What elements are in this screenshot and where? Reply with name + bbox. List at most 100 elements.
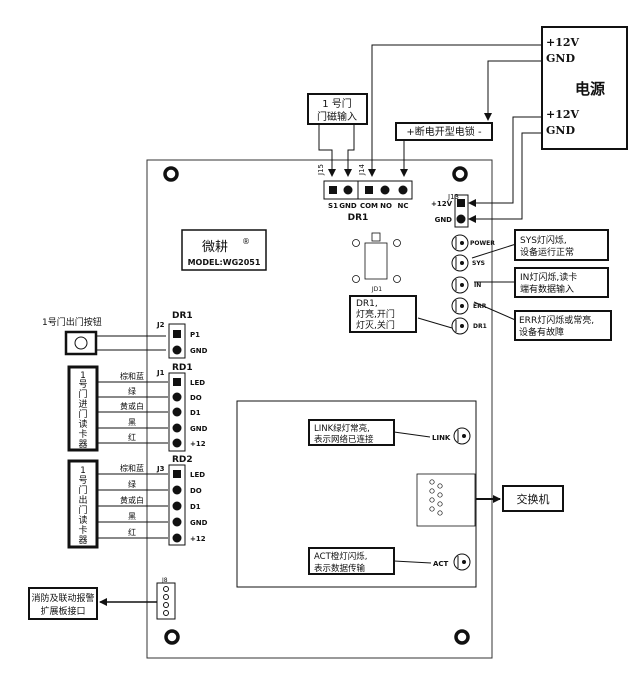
rd2-title: RD2 xyxy=(172,455,193,465)
callout-act-line2: 表示数据传输 xyxy=(314,563,366,574)
text-label: 进 xyxy=(78,399,87,410)
exit-button-label: 1号门出门按钮 xyxy=(42,316,102,328)
callout-dr1-line1: DR1, xyxy=(356,299,378,309)
text-label: 号 xyxy=(78,475,87,486)
led-label-in: IN xyxy=(474,282,481,289)
j2-label: J2 xyxy=(156,321,165,329)
dr1-terminal-block xyxy=(323,180,413,200)
led-err xyxy=(451,297,469,315)
callout-act-line1: ACT橙灯闪烁, xyxy=(314,551,368,562)
callout-link-line2: 表示网络已连接 xyxy=(314,434,374,445)
led-label-sys: SYS xyxy=(472,260,485,267)
text-label: 器 xyxy=(78,535,87,546)
rd1-pin-d1: D1 xyxy=(190,409,201,417)
callout-act-line xyxy=(393,560,432,564)
text-label: 门 xyxy=(78,408,87,420)
rd2-terminal-block xyxy=(168,464,186,546)
j2-pin-gnd: GND xyxy=(190,347,208,355)
text-label: 出 xyxy=(78,494,87,506)
rd2-pin-led: LED xyxy=(190,471,205,479)
rd1-terminal-block xyxy=(168,372,186,452)
dr1-header-title: DR1 xyxy=(348,213,369,223)
text-label: 门 xyxy=(78,388,87,400)
pin-label-gnd: GND xyxy=(339,202,357,210)
rd2-pin-12: +12 xyxy=(190,535,206,543)
power-top-12v: +12V xyxy=(546,36,580,49)
rd1-pin-gnd: GND xyxy=(190,425,208,433)
power-title: 电源 xyxy=(575,80,605,98)
callout-sys-line1: SYS灯闪烁, xyxy=(520,234,567,246)
lock-wires xyxy=(368,44,542,177)
rj45-port xyxy=(416,473,476,527)
led-dr1 xyxy=(451,317,469,335)
pin-label-no: NO xyxy=(380,202,392,210)
callout-in xyxy=(514,267,609,298)
power-bot-gnd: GND xyxy=(546,124,575,137)
callout-sys xyxy=(514,229,609,261)
lock-label-box xyxy=(395,122,493,141)
power-j13-wires xyxy=(468,116,542,223)
pin-s1 xyxy=(329,186,337,194)
led-in xyxy=(451,276,469,294)
led-label-power: POWER xyxy=(470,240,495,247)
jd1-component xyxy=(352,232,401,283)
reader1-title: 1 号 门 进 门 读 卡 器 xyxy=(78,371,87,450)
j2-title: DR1 xyxy=(172,311,193,321)
callout-dr1-line2: 灯亮,开门 xyxy=(356,308,395,320)
text-label: 号 xyxy=(78,379,87,390)
callout-dr1 xyxy=(349,295,417,333)
pin-com xyxy=(365,186,373,194)
j14-label: J14 xyxy=(358,163,366,176)
pin-gnd-j15 xyxy=(343,185,353,195)
reader2-wire-red: 红 xyxy=(128,527,136,537)
fire-box xyxy=(28,587,98,620)
reader1-wire-red: 红 xyxy=(128,432,136,442)
pin-nc xyxy=(398,185,408,195)
callout-link-line1: LINK绿灯常亮, xyxy=(314,423,370,434)
rd2-pin-d1: D1 xyxy=(190,503,201,511)
j8-label: J8 xyxy=(161,577,168,584)
reader2-wire-brown: 棕和蓝 xyxy=(120,463,144,473)
led-label-act: ACT xyxy=(433,560,449,568)
rd1-pin-12: +12 xyxy=(190,440,206,448)
led-power xyxy=(451,234,469,252)
rd1-title: RD1 xyxy=(172,363,193,373)
text-label: 1 xyxy=(80,371,86,381)
reader2-wire-yellow: 黄或白 xyxy=(120,495,144,505)
j2-terminal-block xyxy=(168,323,186,359)
reader1-box xyxy=(67,365,99,452)
pin-no xyxy=(380,185,390,195)
led-sys xyxy=(451,254,469,272)
j1-label: J1 xyxy=(156,369,165,377)
exit-button-wires xyxy=(96,335,166,351)
pin-label-nc: NC xyxy=(398,202,409,210)
reader1-wires xyxy=(97,381,168,444)
callout-err-line1: ERR灯闪烁或常亮, xyxy=(519,314,594,326)
brand-box xyxy=(181,229,267,271)
reader1-wire-brown: 棕和蓝 xyxy=(120,371,144,381)
reader2-wires xyxy=(97,473,168,539)
j13-label: J13 xyxy=(447,193,459,201)
led-link xyxy=(453,427,471,445)
fire-line1: 消防及联动报警 xyxy=(31,592,94,604)
j8-connector xyxy=(156,582,176,620)
reader1-wire-green: 绿 xyxy=(128,387,136,396)
reader1-wire-yellow: 黄或白 xyxy=(120,401,144,411)
door-sensor-line2: 门磁输入 xyxy=(317,110,357,123)
text-label: 卡 xyxy=(78,524,87,536)
led-callout-lines xyxy=(417,243,521,329)
reader2-wire-black: 黑 xyxy=(128,512,136,521)
rd1-pin-led: LED xyxy=(190,379,205,387)
power-top-gnd: GND xyxy=(546,52,575,65)
text-label: 1 xyxy=(80,466,86,476)
rd2-pin-do: DO xyxy=(190,487,202,495)
callout-link xyxy=(308,419,395,446)
pin-label-s1: S1 xyxy=(328,202,338,210)
callout-err-line2: 设备有故障 xyxy=(519,326,564,338)
rd1-pin-do: DO xyxy=(190,394,202,402)
reader2-wire-green: 绿 xyxy=(128,480,136,489)
rd2-pin-gnd: GND xyxy=(190,519,208,527)
j13-terminal-block xyxy=(454,194,469,228)
fire-line2: 扩展板接口 xyxy=(40,605,85,617)
